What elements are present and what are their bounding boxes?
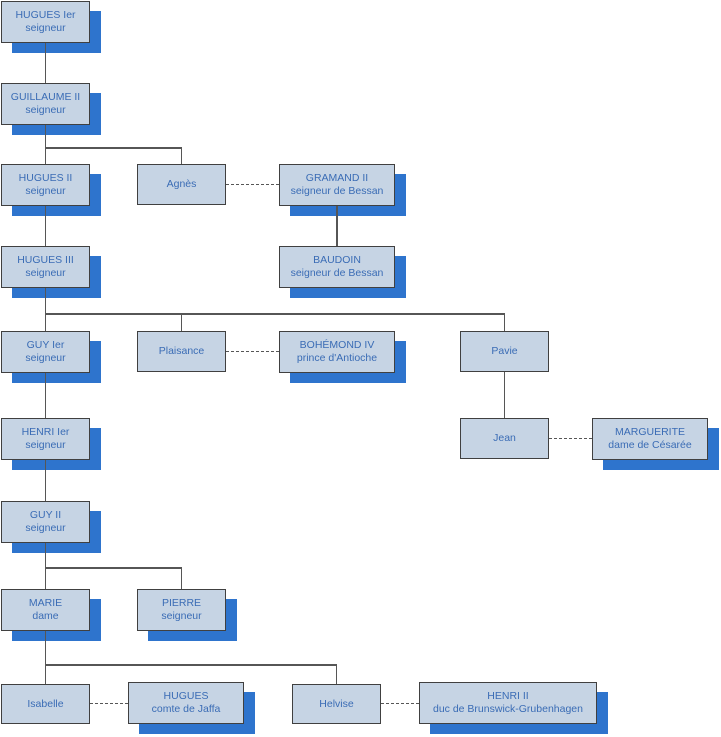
node-plaisance[interactable]: Plaisance [137, 331, 226, 372]
node-title: MARGUERITE [614, 426, 685, 438]
node-title: Pavie [491, 345, 518, 357]
node-title: PIERRE [161, 597, 202, 609]
node-title: Helvise [319, 697, 354, 710]
node-agnes[interactable]: Agnès [137, 164, 226, 205]
node-title: GRAMAND II [305, 172, 369, 184]
descent-drop [503, 314, 506, 331]
node-subtitle: seigneur [25, 104, 66, 116]
node-isabelle[interactable]: Isabelle [1, 684, 90, 724]
node-title: GUILLAUME II [10, 91, 81, 103]
descent-line [44, 43, 47, 83]
node-title: HENRI Ier [21, 426, 70, 438]
node-subtitle: seigneur de Bessan [290, 185, 384, 197]
marriage-link [381, 703, 419, 705]
descent-line [44, 373, 47, 418]
node-subtitle: seigneur [161, 610, 202, 622]
descent-line [44, 543, 47, 568]
node-title: HUGUES [163, 690, 209, 702]
descent-line [336, 206, 338, 246]
node-pavie[interactable]: Pavie [460, 331, 549, 372]
node-subtitle: comte de Jaffa [151, 703, 221, 715]
marriage-link [549, 437, 592, 439]
node-title: HUGUES III [17, 254, 74, 266]
node-title: HENRI II [487, 690, 529, 702]
node-subtitle: seigneur [25, 439, 66, 451]
descent-line [44, 288, 47, 314]
node-jean[interactable]: Jean [460, 418, 549, 459]
node-subtitle: seigneur [25, 22, 66, 34]
node-title: GUY Ier [26, 339, 65, 351]
descent-line [44, 125, 47, 148]
descent-bus [45, 313, 505, 315]
node-helvise[interactable]: Helvise [292, 684, 381, 724]
descent-drop [180, 148, 183, 164]
descent-line [44, 206, 47, 246]
node-subtitle: dame de Césarée [608, 439, 692, 451]
node-subtitle: seigneur [25, 267, 66, 279]
descent-drop [180, 314, 183, 331]
node-subtitle: seigneur [25, 185, 66, 197]
descent-bus [45, 664, 337, 666]
node-title: MARIE [28, 597, 63, 609]
node-title: GUY II [29, 509, 62, 521]
marriage-link [226, 183, 279, 185]
marriage-link [90, 703, 128, 705]
marriage-link [226, 350, 279, 352]
descent-line [44, 631, 47, 665]
node-title: Plaisance [158, 345, 205, 357]
descent-line [503, 372, 506, 418]
node-title: BOHÉMOND IV [299, 339, 375, 351]
descent-bus [45, 147, 182, 149]
node-title: HUGUES II [18, 172, 73, 184]
node-subtitle: prince d'Antioche [296, 352, 378, 364]
descent-drop [180, 568, 183, 589]
node-title: Isabelle [27, 697, 64, 710]
descent-bus [45, 567, 182, 569]
descent-line [44, 460, 47, 501]
node-subtitle: seigneur [25, 522, 66, 534]
node-title: Jean [493, 432, 516, 444]
node-title: BAUDOIN [313, 254, 361, 266]
descent-drop [335, 665, 338, 684]
node-title: HUGUES Ier [15, 9, 76, 21]
node-subtitle: seigneur [25, 352, 66, 364]
node-title: Agnès [166, 178, 197, 190]
node-subtitle: seigneur de Bessan [290, 267, 384, 279]
node-subtitle: dame [32, 610, 59, 622]
node-subtitle: duc de Brunswick-Grubenhagen [432, 703, 583, 715]
